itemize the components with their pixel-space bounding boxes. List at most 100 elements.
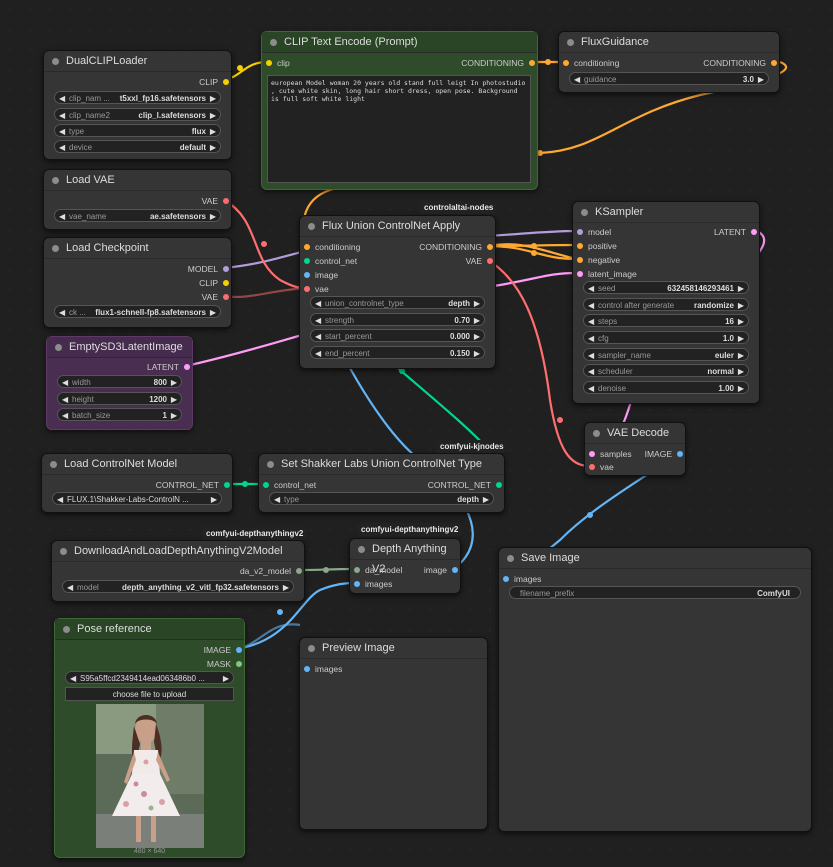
upload-button[interactable]: choose file to upload	[65, 687, 234, 701]
wire-vae-1	[223, 199, 308, 290]
output-clip[interactable]: CLIP	[199, 277, 229, 289]
output-image[interactable]: image	[424, 564, 458, 576]
output-conditioning[interactable]: CONDITIONING	[419, 241, 493, 253]
input-conditioning[interactable]: conditioning	[563, 57, 619, 69]
input-control-net[interactable]: control_net	[263, 479, 316, 491]
ckpt-name-combo[interactable]: ◀ck ...flux1-schnell-fp8.safetensors▶	[54, 305, 221, 318]
node-collapse-dot[interactable]	[358, 546, 365, 553]
input-samples[interactable]: samples	[589, 448, 632, 460]
output-latent[interactable]: LATENT	[714, 226, 757, 238]
input-image[interactable]: image	[304, 269, 338, 281]
output-da-v2-model[interactable]: da_v2_model	[240, 565, 302, 577]
node-load-checkpoint[interactable]: Load Checkpoint MODEL CLIP VAE ◀ck ...fl…	[43, 237, 232, 328]
node-dual-clip-loader[interactable]: DualCLIPLoader CLIP ◀clip_nam ...t5xxl_f…	[43, 50, 232, 160]
output-conditioning[interactable]: CONDITIONING	[703, 57, 777, 69]
input-latent-image[interactable]: latent_image	[577, 268, 637, 280]
wire-conditioning-4	[487, 244, 577, 261]
node-collapse-dot[interactable]	[267, 461, 274, 468]
input-clip[interactable]: clip	[266, 57, 290, 69]
node-set-shakker-type[interactable]: Set Shakker Labs Union ControlNet Type c…	[258, 453, 505, 513]
node-collapse-dot[interactable]	[308, 645, 315, 652]
node-pose-reference[interactable]: Pose reference IMAGE MASK ◀S95a5ffcd2349…	[54, 618, 245, 858]
input-model[interactable]: model	[577, 226, 611, 238]
node-clip-text-encode[interactable]: CLIP Text Encode (Prompt) clip CONDITION…	[261, 31, 538, 190]
output-vae[interactable]: VAE	[202, 195, 229, 207]
clip-name-combo[interactable]: ◀clip_nam ...t5xxl_fp16.safetensors▶	[54, 91, 221, 104]
node-flux-union-controlnet[interactable]: Flux Union ControlNet Apply conditioning…	[299, 215, 496, 369]
input-images[interactable]: images	[304, 663, 342, 675]
output-vae[interactable]: VAE	[466, 255, 493, 267]
output-clip[interactable]: CLIP	[199, 76, 229, 88]
node-collapse-dot[interactable]	[50, 461, 57, 468]
input-images[interactable]: images	[354, 578, 392, 590]
output-control-net[interactable]: CONTROL_NET	[428, 479, 502, 491]
node-collapse-dot[interactable]	[507, 555, 514, 562]
node-collapse-dot[interactable]	[567, 39, 574, 46]
node-collapse-dot[interactable]	[581, 209, 588, 216]
output-control-net[interactable]: CONTROL_NET	[156, 479, 230, 491]
node-preview-image[interactable]: Preview Image images	[299, 637, 488, 830]
input-control-net[interactable]: control_net	[304, 255, 357, 267]
input-positive[interactable]: positive	[577, 240, 617, 252]
node-collapse-dot[interactable]	[60, 548, 67, 555]
output-image[interactable]: IMAGE	[645, 448, 683, 460]
node-flux-guidance[interactable]: FluxGuidance conditioning CONDITIONING ◀…	[558, 31, 780, 93]
node-collapse-dot[interactable]	[55, 344, 62, 351]
controlnet-name-combo[interactable]: ◀FLUX.1\Shakker-Labs-ControlN ...▶	[52, 492, 222, 505]
input-da-model[interactable]: da_model	[354, 564, 402, 576]
input-vae[interactable]: vae	[304, 283, 329, 295]
node-collapse-dot[interactable]	[308, 223, 315, 230]
output-mask[interactable]: MASK	[207, 658, 242, 670]
output-conditioning[interactable]: CONDITIONING	[461, 57, 535, 69]
input-vae[interactable]: vae	[589, 461, 614, 473]
input-conditioning[interactable]: conditioning	[304, 241, 360, 253]
node-collapse-dot[interactable]	[52, 245, 59, 252]
node-load-controlnet[interactable]: Load ControlNet Model CONTROL_NET ◀FLUX.…	[41, 453, 233, 513]
wire-vae-3	[223, 286, 308, 298]
node-collapse-dot[interactable]	[63, 626, 70, 633]
input-negative[interactable]: negative	[577, 254, 620, 266]
node-vae-decode[interactable]: VAE Decode samples IMAGE vae	[584, 422, 686, 476]
prompt-textarea[interactable]: european Model woman 20 years old stand …	[267, 75, 531, 183]
output-latent[interactable]: LATENT	[147, 361, 190, 373]
output-model[interactable]: MODEL	[188, 263, 229, 275]
input-images[interactable]: images	[503, 573, 541, 585]
image-file-combo[interactable]: ◀S95a5ffcd2349414ead063486b0 ...▶	[65, 671, 234, 684]
output-image[interactable]: IMAGE	[204, 644, 242, 656]
node-download-depth-model[interactable]: DownloadAndLoadDepthAnythingV2Model da_v…	[51, 540, 305, 602]
node-depth-anything-v2[interactable]: Depth Anything V2 da_model image images	[349, 538, 461, 594]
node-collapse-dot[interactable]	[52, 177, 59, 184]
node-collapse-dot[interactable]	[270, 39, 277, 46]
node-collapse-dot[interactable]	[52, 58, 59, 65]
node-title: Set Shakker Labs Union ControlNet Type	[281, 458, 482, 470]
node-ksampler[interactable]: KSampler model LATENT positive negative …	[572, 201, 760, 404]
output-vae[interactable]: VAE	[202, 291, 229, 303]
node-title: Load VAE	[66, 174, 115, 186]
node-collapse-dot[interactable]	[593, 430, 600, 437]
